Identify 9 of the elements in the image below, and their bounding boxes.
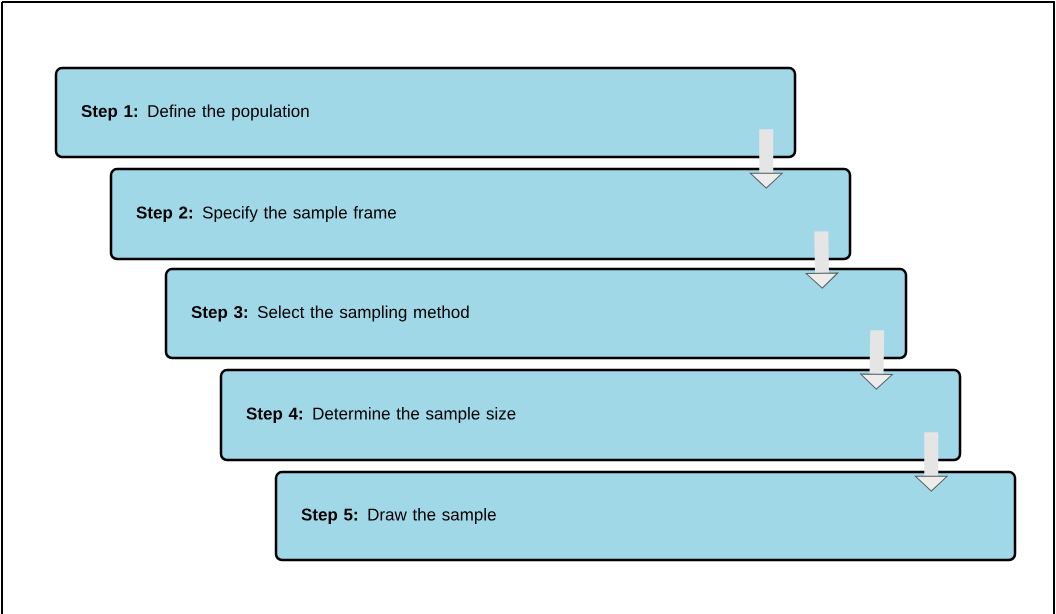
step-box: Step 1: Define the population bbox=[54, 66, 797, 159]
down-arrow bbox=[860, 330, 893, 390]
down-arrow bbox=[914, 432, 948, 492]
step-box: Step 4: Determine the sample size bbox=[219, 368, 962, 462]
down-arrow bbox=[749, 129, 783, 189]
step-box: Step 5: Draw the sample bbox=[274, 470, 1017, 562]
down-arrow bbox=[805, 231, 839, 289]
step-box: Step 3: Select the sampling method bbox=[164, 267, 908, 360]
step-box: Step 2: Specify the sample frame bbox=[109, 167, 852, 261]
